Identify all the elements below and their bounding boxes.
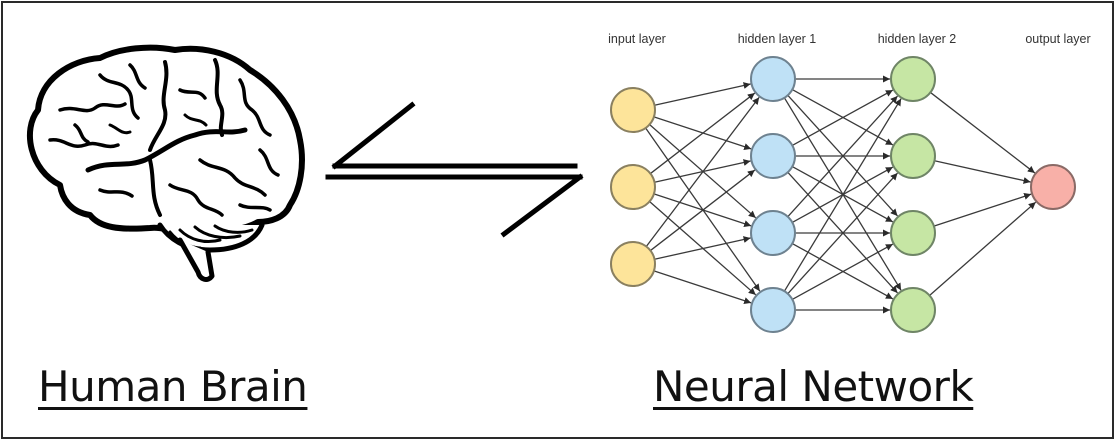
network-nodes: [610, 56, 1076, 333]
network-edge-l2n3-to-n0: [929, 201, 1037, 296]
network-edge-l2n0-to-n0: [930, 91, 1036, 174]
network-edge-l0n2-to-n1: [650, 169, 756, 252]
neuron-hidden2-3: [890, 210, 936, 256]
neuron-output-1: [1030, 164, 1076, 210]
bidirectional-harpoon-arrows-icon: [325, 101, 584, 238]
harpoon-right-barb: [500, 173, 584, 238]
brain-stem: [177, 237, 215, 282]
layer-label-hidden-2: hidden layer 2: [878, 32, 957, 46]
neuron-hidden1-1: [750, 56, 796, 102]
network-edge-l0n1-to-n0: [650, 92, 756, 175]
network-edge-l1n3-to-n0: [783, 98, 902, 292]
network-edge-l0n2-to-n3: [653, 270, 752, 304]
neuron-hidden1-3: [750, 210, 796, 256]
network-edge-l0n0-to-n0: [654, 82, 751, 106]
network-edges: [645, 75, 1037, 314]
brain-icon: [27, 44, 305, 282]
network-edge-l1n3-to-n2: [791, 243, 894, 300]
neuron-input-1: [610, 87, 656, 133]
neuron-input-3: [610, 241, 656, 287]
neuron-hidden1-2: [750, 133, 796, 179]
neuron-hidden2-1: [890, 56, 936, 102]
network-edge-l1n2-to-n0: [787, 95, 899, 218]
network-edge-l2n2-to-n0: [933, 193, 1032, 227]
caption-neural-network: Neural Network: [653, 362, 974, 411]
layer-label-hidden-1: hidden layer 1: [738, 32, 817, 46]
network-edge-l2n1-to-n0: [934, 160, 1031, 184]
brain-outline: [27, 44, 305, 236]
harpoon-left-barb: [331, 101, 416, 170]
network-edge-l1n3-to-n1: [787, 172, 899, 295]
neuron-hidden2-2: [890, 133, 936, 179]
neuron-hidden2-4: [890, 287, 936, 333]
neuron-hidden1-4: [750, 287, 796, 333]
layer-labels: input layer hidden layer 1 hidden layer …: [608, 32, 1091, 46]
network-edge-l0n2-to-n0: [645, 96, 760, 247]
neuron-input-2: [610, 164, 656, 210]
caption-human-brain: Human Brain: [38, 362, 308, 411]
layer-label-output: output layer: [1025, 32, 1090, 46]
network-edge-l0n2-to-n2: [654, 236, 751, 260]
network-edge-l1n1-to-n0: [791, 89, 894, 146]
layer-label-input: input layer: [608, 32, 666, 46]
